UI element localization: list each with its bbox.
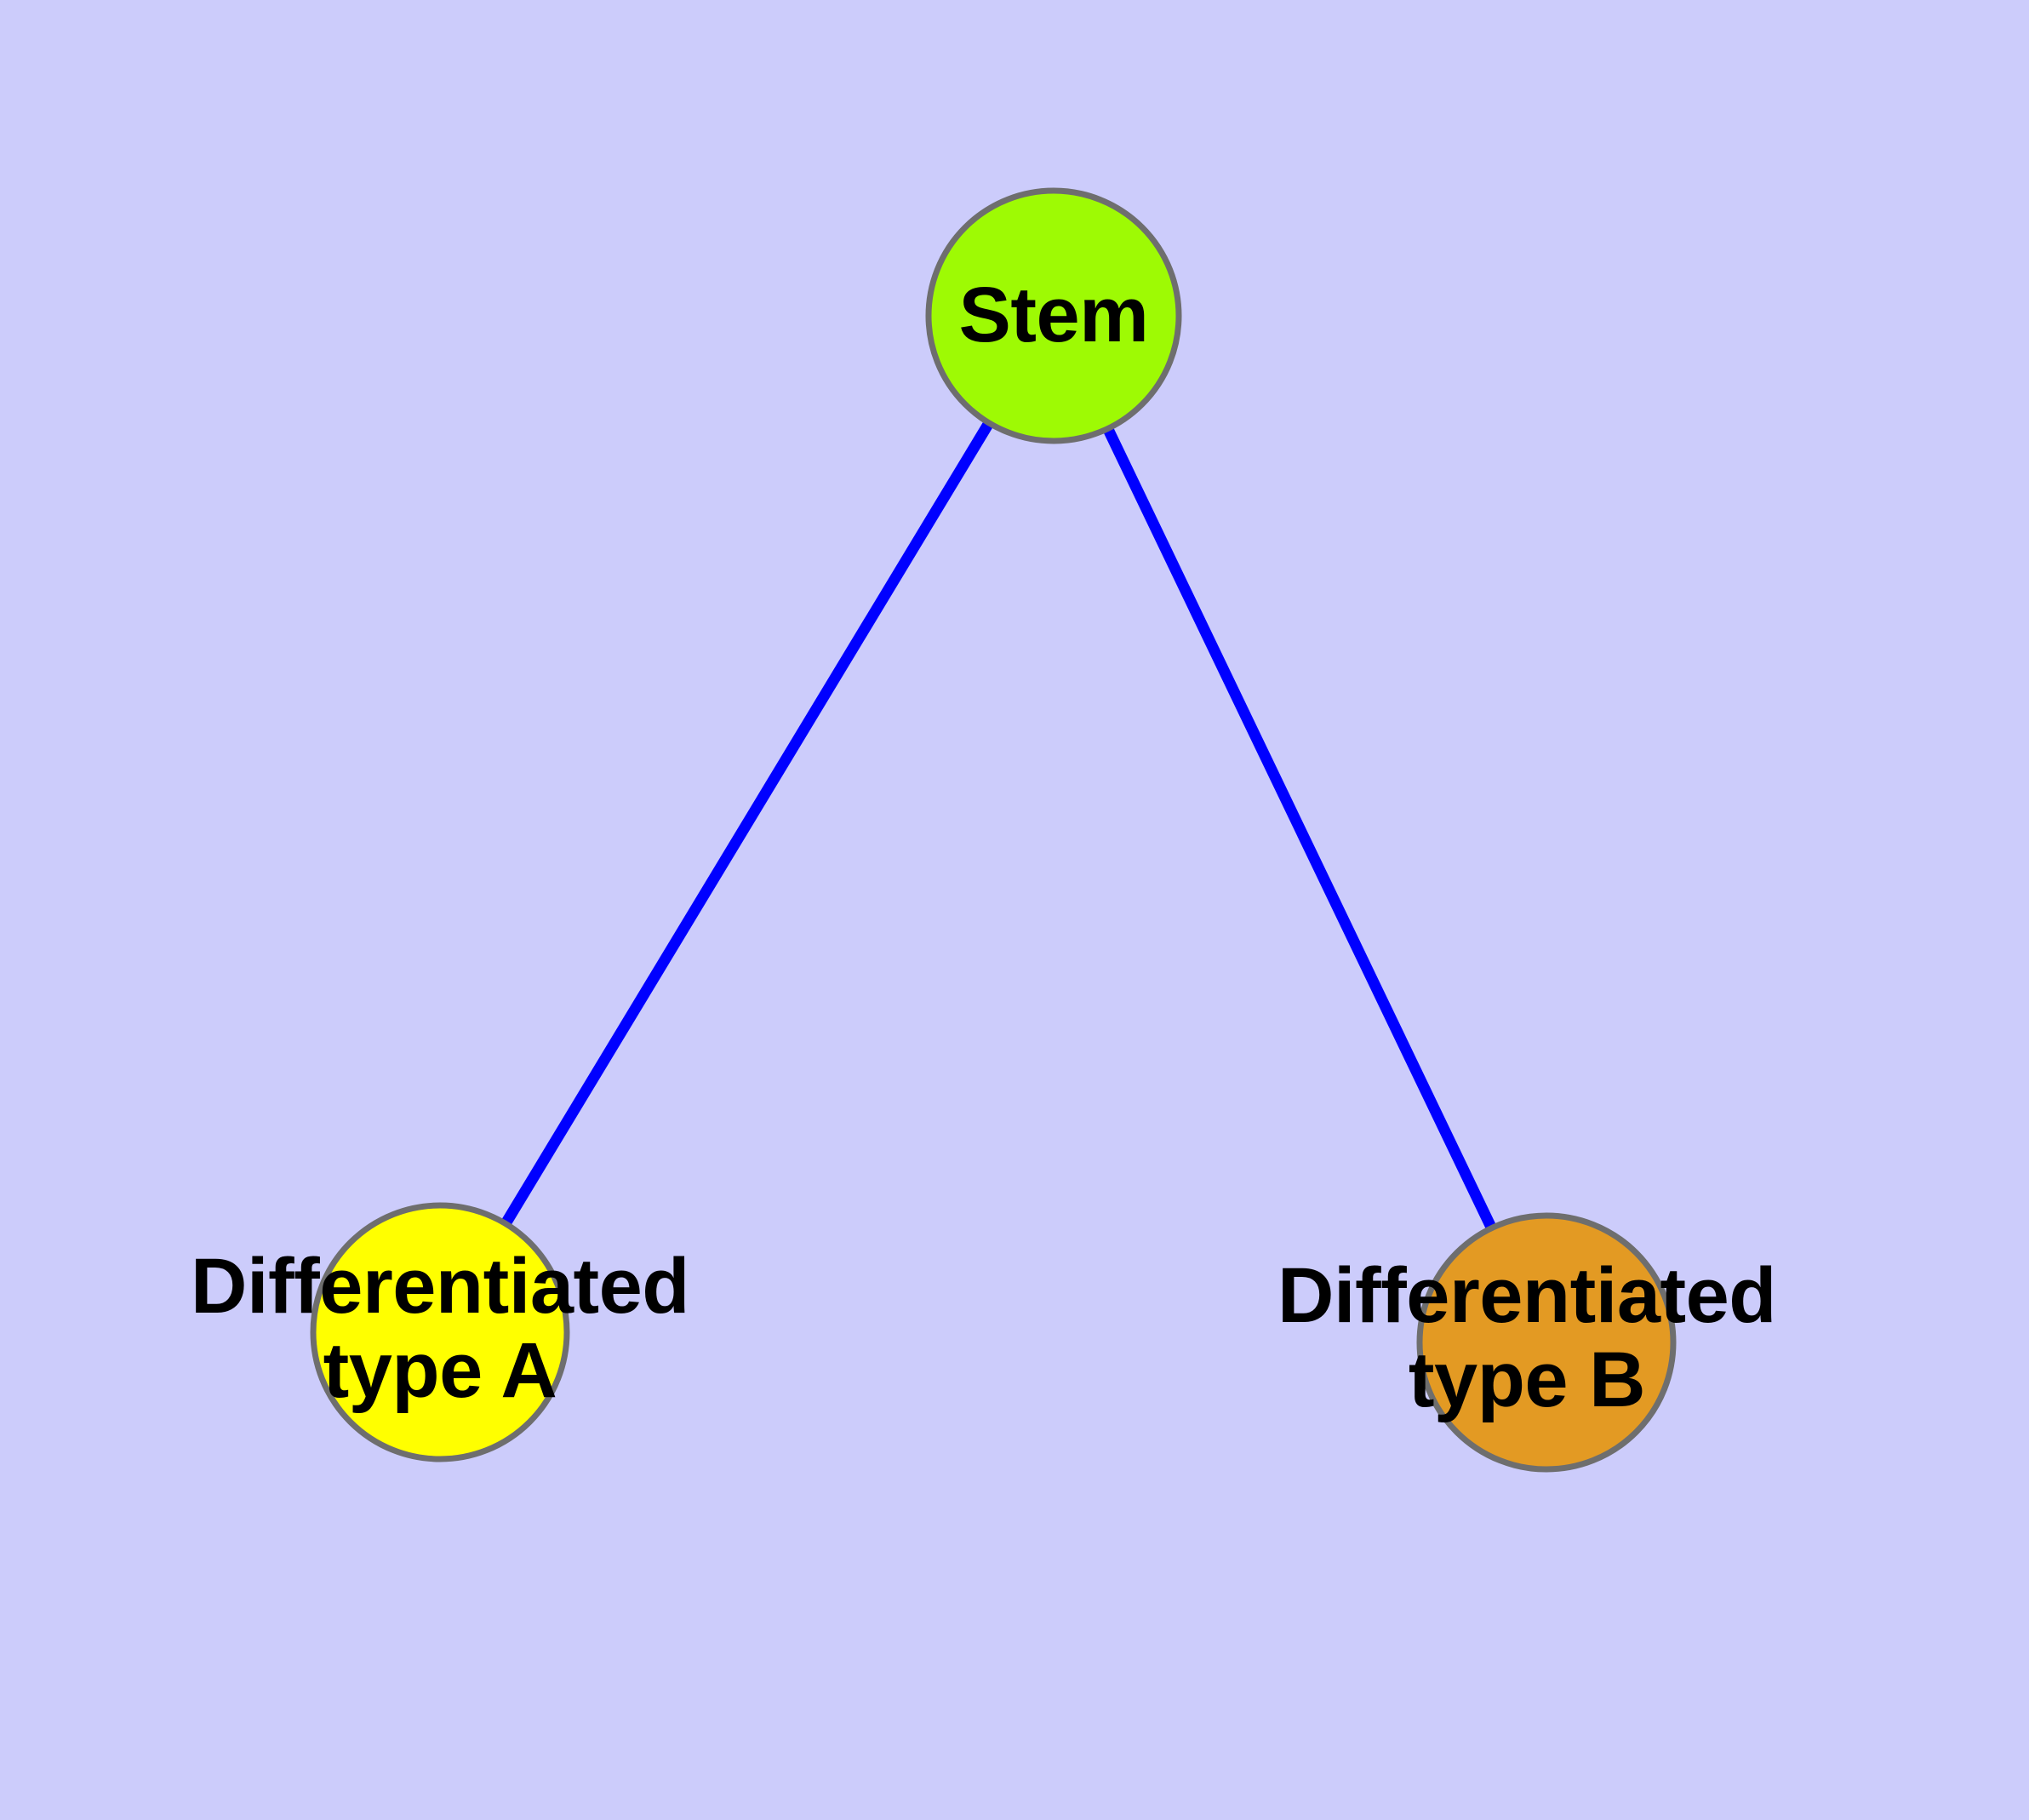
node-stem-circle[interactable]: [925, 187, 1182, 444]
node-layer: [310, 187, 1677, 1473]
node-diff-b-circle[interactable]: [1416, 1212, 1677, 1473]
node-diff-a-circle[interactable]: [310, 1202, 570, 1462]
edge-layer: [435, 312, 1552, 1345]
edge-stem-to-diff-a[interactable]: [435, 312, 1059, 1336]
edge-stem-to-diff-b[interactable]: [1049, 313, 1552, 1345]
